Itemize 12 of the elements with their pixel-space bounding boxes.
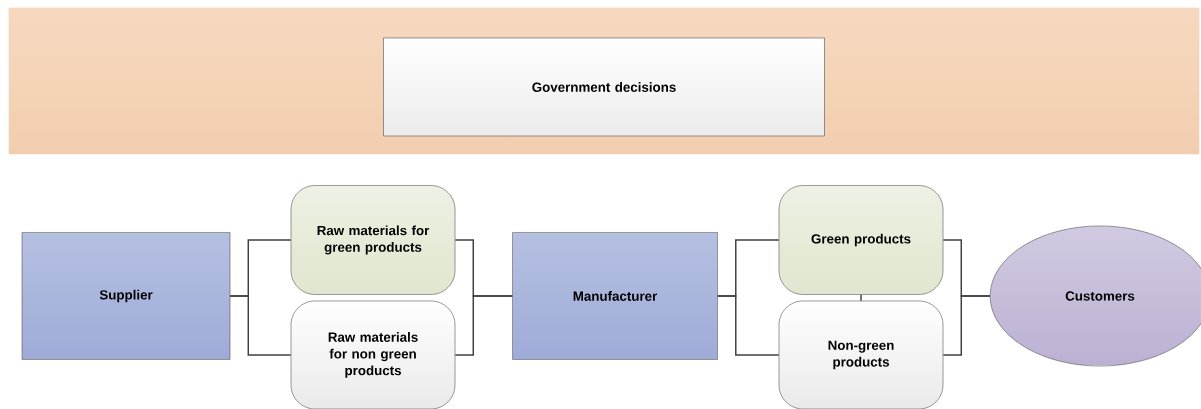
process-box: Supplier — [21, 232, 231, 360]
connector-line — [229, 295, 292, 356]
connector-line — [860, 294, 862, 302]
connector-line — [942, 295, 991, 356]
rounded-box: Raw materials for non green products — [290, 300, 456, 409]
rounded-box: Non-green products — [778, 300, 944, 409]
connector-line — [717, 295, 780, 356]
rounded-box: Raw materials for green products — [290, 185, 456, 295]
rounded-box: Green products — [778, 185, 944, 295]
decision-box: Government decisions — [383, 37, 825, 137]
process-box: Manufacturer — [512, 232, 718, 360]
connector-line — [454, 295, 513, 356]
